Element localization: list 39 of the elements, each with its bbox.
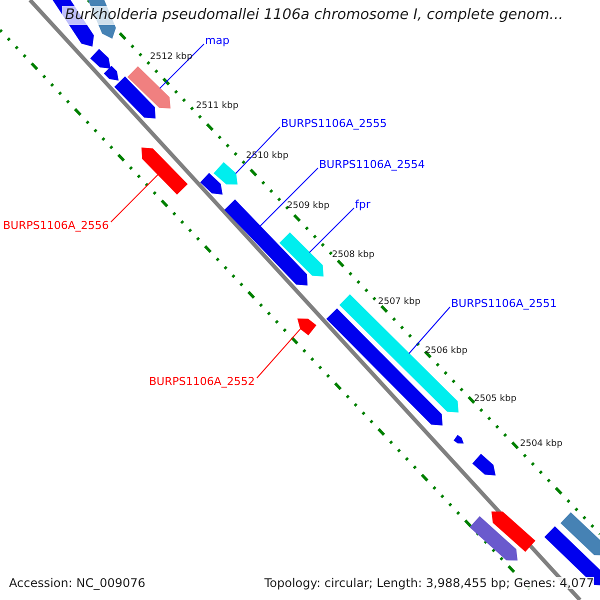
gene-feature (141, 147, 188, 195)
gene-label: BURPS1106A_2554 (319, 159, 425, 170)
gene-feature (114, 76, 156, 119)
scale-label: 2506 kbp (425, 347, 468, 356)
gene-label: map (205, 35, 230, 46)
leader-line (260, 168, 318, 227)
scale-label: 2509 kbp (287, 202, 330, 211)
footer-text: Topology: circular; Length: 3,988,455 bp; Genes: 4,077 (264, 577, 594, 589)
gene-feature (560, 512, 600, 556)
gene-feature (491, 512, 536, 552)
gene-label: BURPS1106A_2556 (3, 220, 109, 231)
scale-label: 2505 kbp (474, 395, 516, 404)
scale-label: 2512 kbp (150, 53, 192, 62)
scale-label: 2507 kbp (378, 298, 420, 307)
gene-label: BURPS1106A_2551 (451, 298, 557, 309)
leader-line (308, 208, 354, 253)
gene-feature (224, 199, 308, 286)
gene-feature (472, 454, 496, 476)
leader-line (408, 306, 450, 354)
leader-line (110, 174, 159, 222)
leader-line (235, 126, 280, 174)
gene-label: BURPS1106A_2552 (149, 376, 255, 387)
scale-label: 2511 kbp (196, 102, 238, 111)
scale-label: 2508 kbp (332, 251, 374, 260)
gene-feature (90, 48, 111, 69)
gene-feature (104, 66, 119, 81)
gene-feature (297, 318, 316, 336)
scale-label: 2504 kbp (520, 440, 562, 449)
gene-feature (470, 516, 518, 561)
gene-label: fpr (355, 199, 370, 210)
gene-label: BURPS1106A_2555 (281, 118, 387, 129)
leader-line (256, 328, 302, 378)
gene-feature (127, 66, 171, 109)
footer-text: Accession: NC_009076 (9, 577, 146, 589)
gene-feature (214, 162, 238, 184)
leader-line (159, 44, 204, 89)
gene-feature (454, 434, 464, 444)
gene-feature (200, 172, 223, 195)
gene-feature (279, 232, 324, 277)
